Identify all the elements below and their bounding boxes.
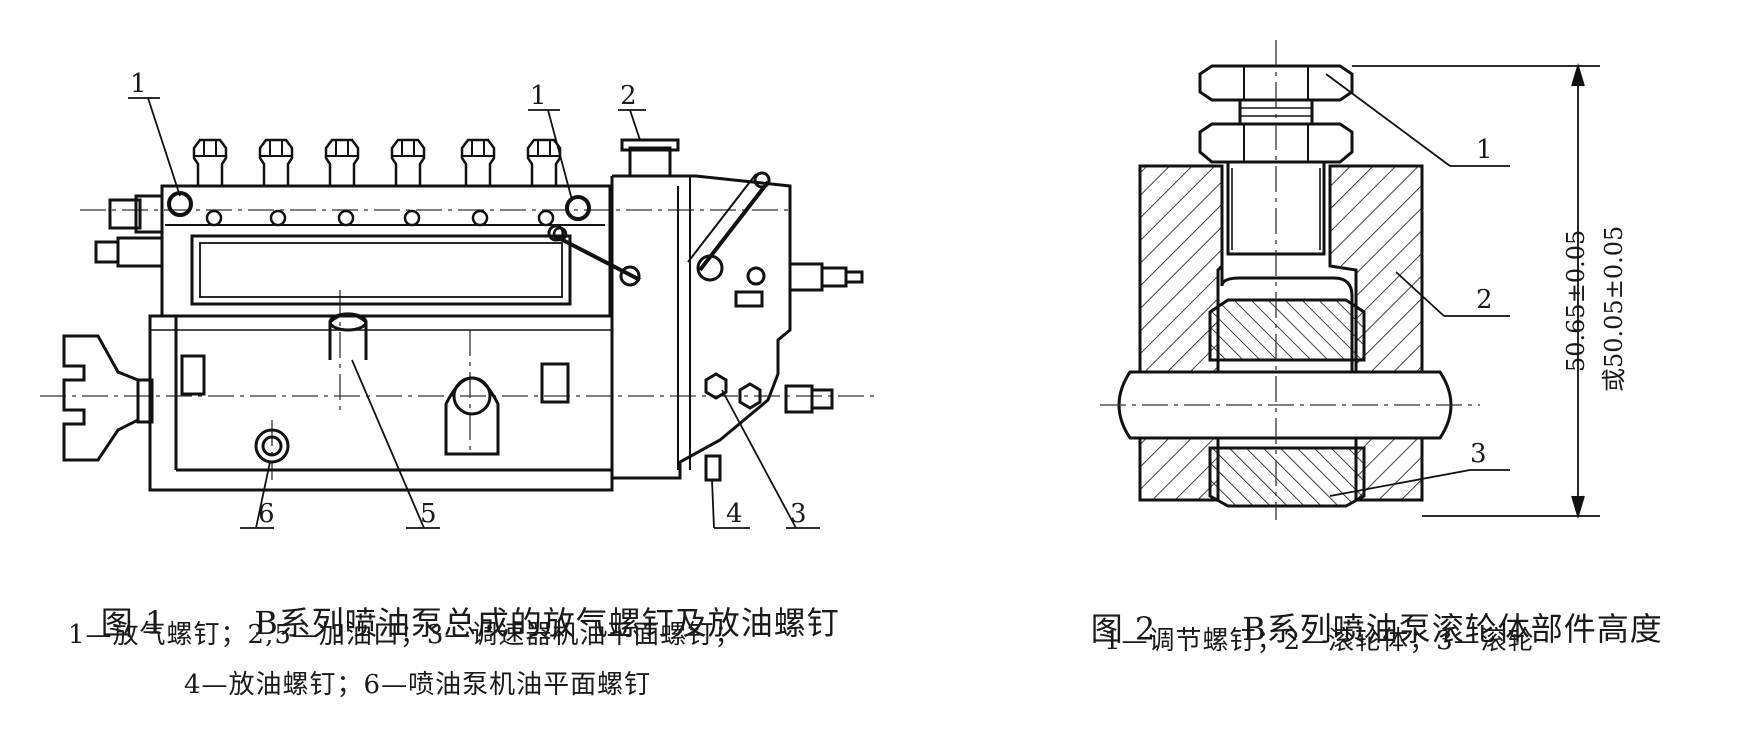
fig2-roller-tappet-drawing: 50.65±0.05 或50.05±0.05 1 2 3 [1100, 40, 1628, 520]
fig2-caption: 图 2 B系列喷油泵滚轮体部件高度 [1046, 566, 1663, 688]
fig1-caption: 图 1 B系列喷油泵总成的放气螺钉及放油螺钉 [56, 560, 840, 682]
fig1-callout-2: 2 [620, 81, 637, 111]
fig1-number: 图 1 [100, 604, 167, 642]
fig2-callout-2: 2 [1476, 285, 1493, 315]
fig2-callout-3: 3 [1470, 439, 1487, 469]
fig1-title: B系列喷油泵总成的放气螺钉及放油螺钉 [254, 604, 840, 642]
fig1-legend-line-2: 4—放油螺钉；6—喷油泵机油平面螺钉 [184, 670, 652, 700]
fig1-callout-4: 4 [726, 499, 743, 529]
fig1-callout-1b: 1 [530, 81, 547, 111]
fig1-callout-6: 6 [258, 499, 275, 529]
fig2-number: 图 2 [1090, 610, 1157, 648]
fig2-dimension-primary: 50.65±0.05 [1562, 230, 1590, 372]
fig2-dimension-alternate: 或50.05±0.05 [1600, 226, 1628, 392]
fig1-callout-3: 3 [790, 499, 807, 529]
fig2-callout-1: 1 [1476, 135, 1493, 165]
fig1-legend-line-1: 1—放气螺钉；2,5—加油口；3—调速器机油平面螺钉； [68, 620, 742, 650]
fig1-callout-5: 5 [420, 499, 437, 529]
fig2-title: B系列喷油泵滚轮体部件高度 [1242, 610, 1663, 648]
fig1-pump-drawing: 1 1 2 3 4 5 6 [40, 69, 880, 529]
fig2-legend-line-1: 1—调节螺钉；2—滚轮体；3—滚轮 [1104, 626, 1535, 656]
fig1-callout-1a: 1 [130, 69, 147, 99]
